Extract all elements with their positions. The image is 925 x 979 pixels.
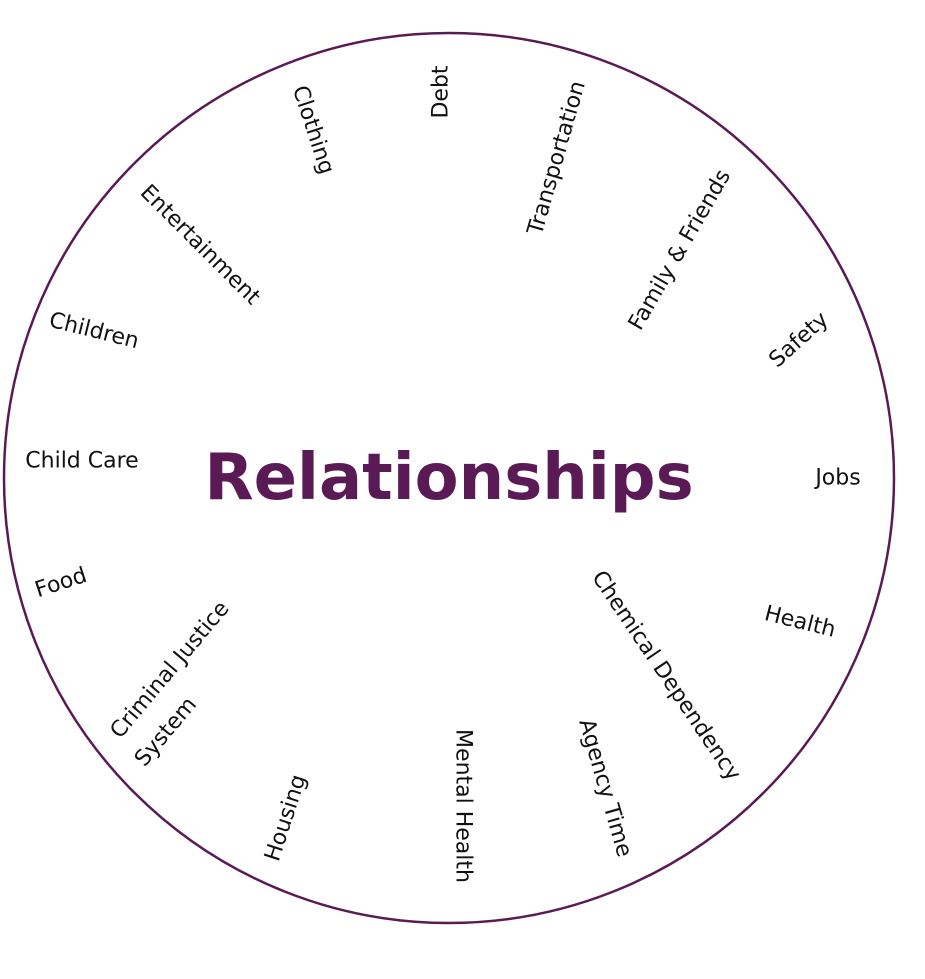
label-health: Health <box>762 601 838 643</box>
label-debt: Debt <box>429 65 454 118</box>
outer-circle <box>2 31 896 925</box>
label-transportation: Transportation <box>523 78 591 239</box>
label-child-care: Child Care <box>25 449 138 474</box>
label-jobs: Jobs <box>813 466 860 491</box>
label-safety: Safety <box>764 307 833 373</box>
label-clothing: Clothing <box>287 83 339 178</box>
center-title: Relationships <box>204 441 693 515</box>
label-agency-time: Agency Time <box>573 716 636 860</box>
label-housing: Housing <box>260 772 311 865</box>
label-children: Children <box>47 308 142 354</box>
label-chemical-dependency: Chemical Dependency <box>586 566 745 785</box>
label-food: Food <box>32 563 90 603</box>
label-mental-health: Mental Health <box>451 729 476 883</box>
label-entertainment: Entertainment <box>135 180 265 310</box>
label-family-friends: Family & Friends <box>624 165 736 334</box>
